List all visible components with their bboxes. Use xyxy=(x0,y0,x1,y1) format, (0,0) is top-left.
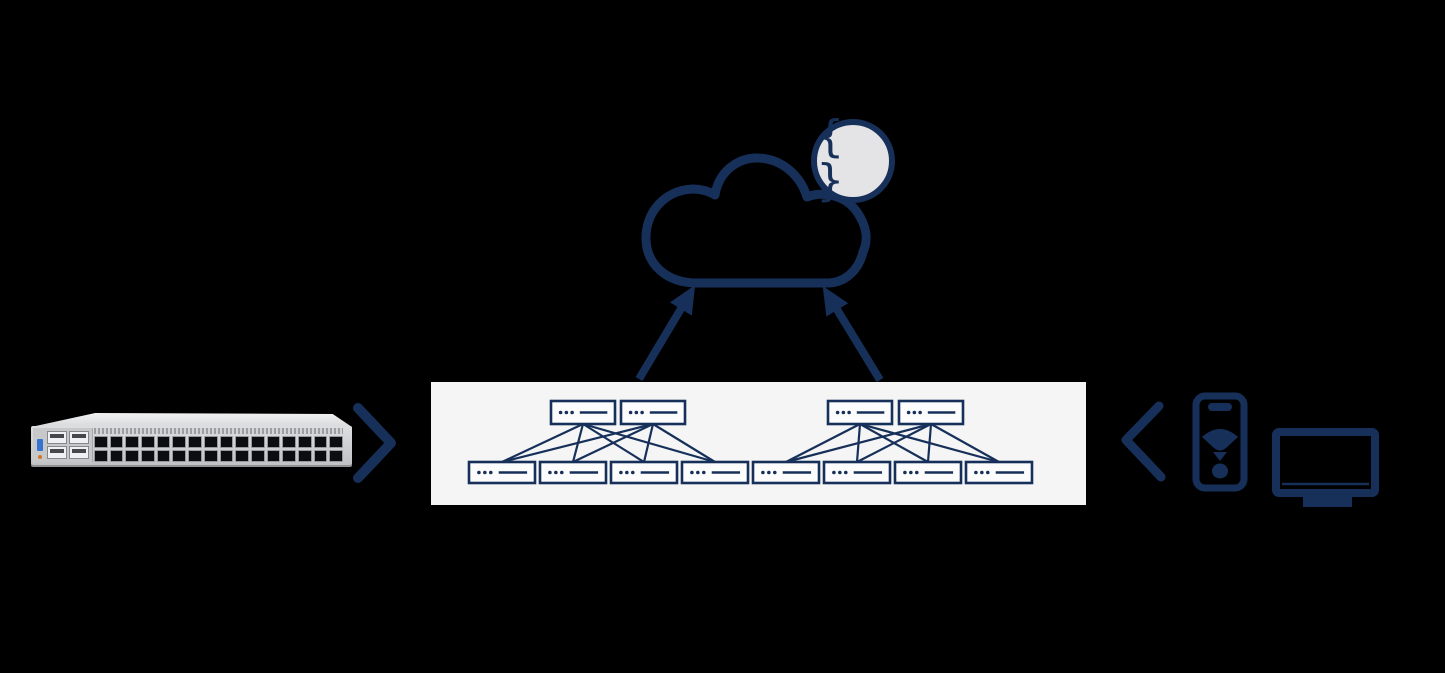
switch-faceplate xyxy=(31,426,352,465)
switch-qsfp-port xyxy=(156,436,171,448)
datacenter-switch-image xyxy=(31,413,352,467)
switch-qsfp-port xyxy=(219,436,234,448)
fabric-link xyxy=(785,423,861,463)
leaf-node xyxy=(609,460,679,485)
leaf-spine-clusters xyxy=(467,399,1034,485)
switch-qsfp-port xyxy=(250,436,265,448)
spine-node xyxy=(897,399,965,426)
switch-mgmt-port xyxy=(69,431,89,444)
switch-qsfp-port xyxy=(219,450,234,462)
leaf-node xyxy=(751,460,821,485)
fabric-link xyxy=(930,423,1000,463)
switch-qsfp-port xyxy=(235,450,249,462)
phone-speaker xyxy=(1208,403,1232,411)
leaf-node xyxy=(964,460,1034,485)
leaf-spine-cluster-1 xyxy=(467,399,750,485)
leaf-node xyxy=(680,460,750,485)
switch-qsfp-port xyxy=(297,436,312,448)
leaf-node xyxy=(538,460,608,485)
switch-qsfp-port xyxy=(282,450,296,462)
spine-node xyxy=(549,399,617,426)
fabric-link xyxy=(926,423,933,463)
switch-qsfp-port xyxy=(172,450,187,462)
switch-qsfp-port xyxy=(125,436,140,448)
braces-glyph: { } xyxy=(817,111,846,206)
fabric-link xyxy=(572,423,654,463)
fabric-panel xyxy=(431,382,1086,505)
arrow-to-cloud-left xyxy=(635,284,696,382)
switch-top-face xyxy=(31,413,352,427)
spine-node xyxy=(619,399,687,426)
switch-qsfp-port xyxy=(266,436,281,448)
switch-qsfp-port xyxy=(188,450,202,462)
switch-usb-port xyxy=(37,439,43,451)
switch-port-section xyxy=(94,428,343,463)
switch-qsfp-port xyxy=(297,450,312,462)
switch-mgmt-port xyxy=(47,431,67,444)
switch-qsfp-port xyxy=(329,450,343,462)
switch-port-grid xyxy=(94,436,343,462)
switch-qsfp-port xyxy=(141,436,155,448)
switch-qsfp-port xyxy=(109,436,124,448)
switch-qsfp-port xyxy=(94,436,108,448)
fabric-link xyxy=(642,423,655,463)
chevron-right-icon xyxy=(353,403,396,483)
switch-qsfp-port xyxy=(203,450,218,462)
switch-qsfp-port xyxy=(109,450,124,462)
leaf-spine-cluster-2 xyxy=(751,399,1034,485)
leaf-node xyxy=(893,460,963,485)
chevron-left-icon xyxy=(1121,401,1166,482)
switch-mgmt-port xyxy=(47,446,67,459)
cloud-icon xyxy=(641,153,871,288)
wifi-icon xyxy=(1202,429,1238,451)
switch-qsfp-port xyxy=(329,436,343,448)
switch-mgmt-panel xyxy=(33,428,93,462)
smartphone-icon xyxy=(1192,392,1248,492)
spine-node xyxy=(826,399,894,426)
switch-mgmt-port xyxy=(69,446,89,459)
switch-qsfp-port xyxy=(313,436,328,448)
switch-qsfp-port xyxy=(282,436,296,448)
leaf-node xyxy=(822,460,892,485)
fabric-link xyxy=(785,422,932,464)
fabric-link xyxy=(501,423,584,463)
switch-qsfp-port xyxy=(203,436,218,448)
switch-qsfp-port xyxy=(250,450,265,462)
switch-qsfp-port xyxy=(266,450,281,462)
switch-qsfp-port xyxy=(188,436,202,448)
switch-qsfp-port xyxy=(235,436,249,448)
arrow-to-cloud-right xyxy=(822,286,884,383)
switch-qsfp-port xyxy=(172,436,187,448)
switch-qsfp-port xyxy=(313,450,328,462)
code-braces-badge: { } xyxy=(811,115,895,203)
monitor-icon xyxy=(1272,428,1379,507)
switch-vent-grill xyxy=(94,428,343,434)
fabric-link xyxy=(856,423,932,463)
switch-status-led xyxy=(38,455,42,459)
fabric-link xyxy=(501,422,654,464)
switch-qsfp-port xyxy=(141,450,155,462)
switch-mgmt-port-grid xyxy=(47,431,89,459)
fabric-link xyxy=(652,423,716,463)
switch-qsfp-port xyxy=(156,450,171,462)
switch-qsfp-port xyxy=(94,450,108,462)
leaf-node xyxy=(467,460,537,485)
switch-qsfp-port xyxy=(125,450,140,462)
phone-home-button xyxy=(1212,463,1228,479)
monitor-stand xyxy=(1303,496,1352,507)
